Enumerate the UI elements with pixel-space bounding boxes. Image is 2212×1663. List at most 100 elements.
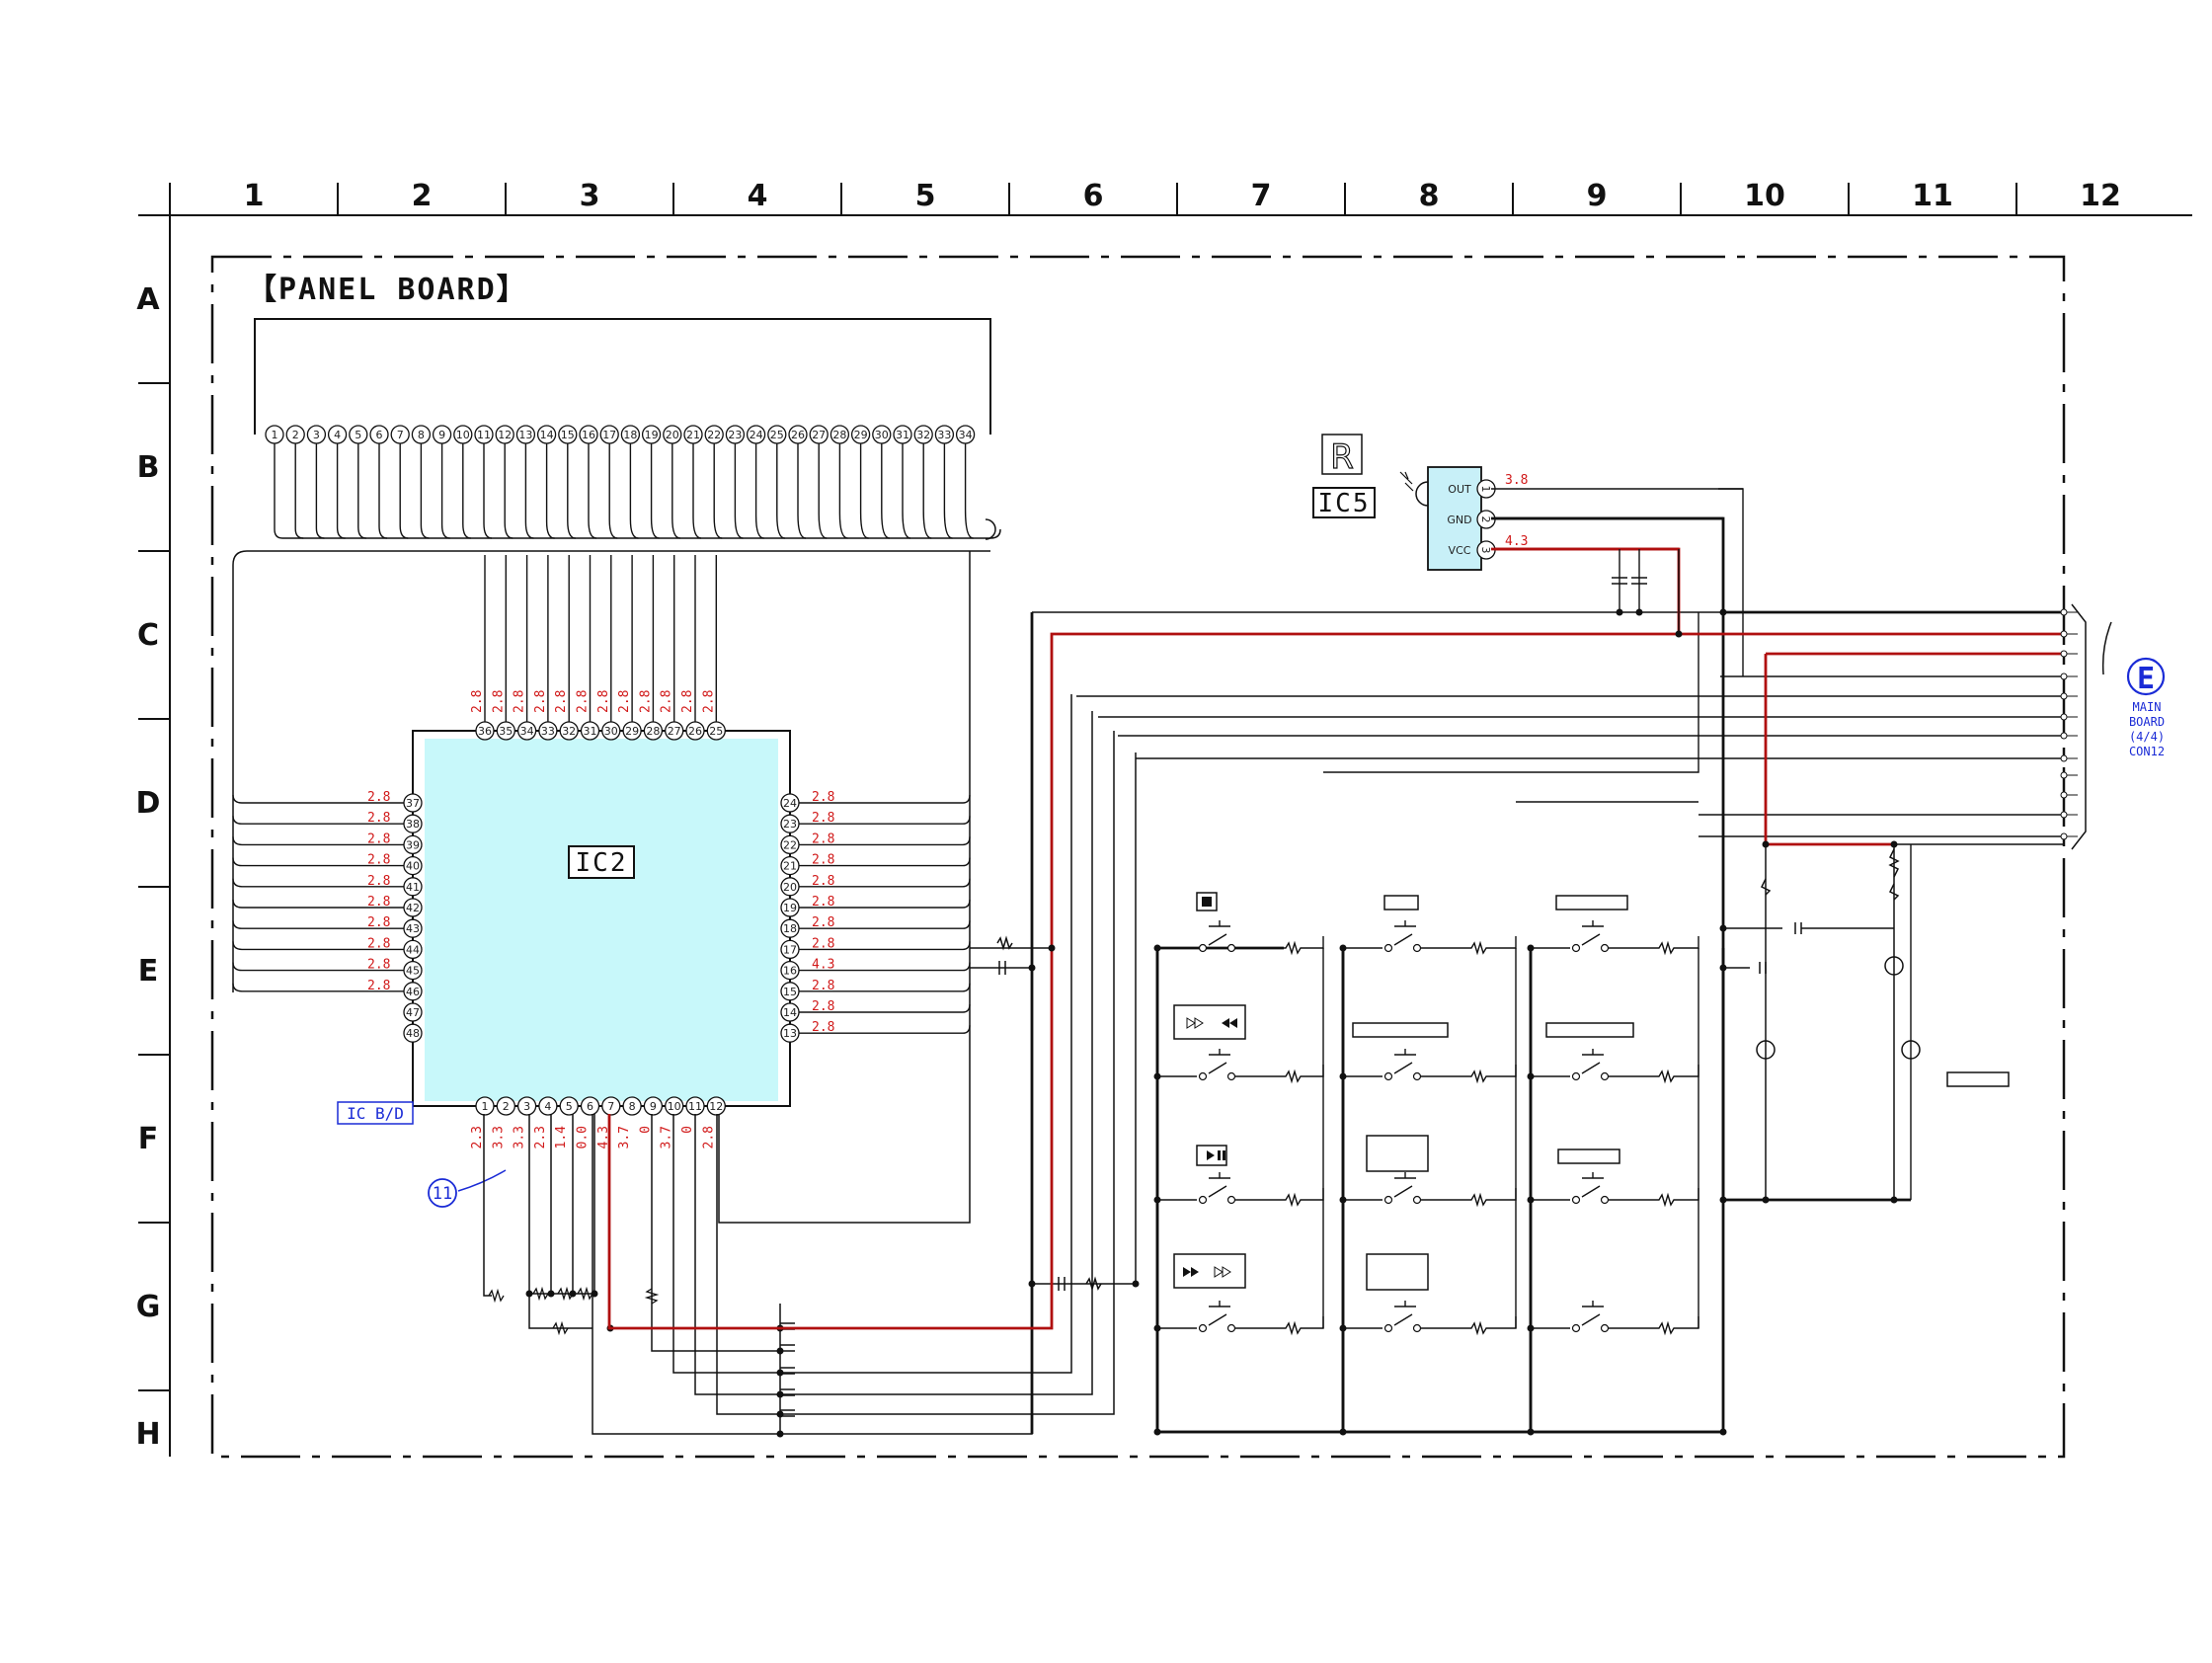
connector-pin-number: 18 xyxy=(623,429,637,441)
switch-actuator xyxy=(1394,1049,1416,1056)
ref-marker-label: 11 xyxy=(433,1184,452,1204)
ic2-voltage: 3.7 xyxy=(617,1126,632,1148)
row-label: C xyxy=(137,618,159,653)
switch-contact xyxy=(1198,1071,1208,1081)
matrix-junction xyxy=(1153,1072,1161,1080)
matrix-junction xyxy=(1339,1428,1347,1436)
ic2-pin xyxy=(559,1096,579,1116)
column-label: 5 xyxy=(915,179,936,213)
ic2-left-wire xyxy=(232,836,404,846)
ic2-right-wire xyxy=(799,941,971,951)
ic2-pin-number: 16 xyxy=(783,965,797,978)
connector-wire xyxy=(776,443,785,539)
bus-pin xyxy=(2060,630,2068,638)
connector-wire xyxy=(818,443,828,539)
connector-wire xyxy=(754,443,764,539)
ic2-right-wire xyxy=(799,962,971,972)
switch-contact xyxy=(1198,943,1208,953)
ic2-voltage: 2.8 xyxy=(367,853,390,868)
connector-pin-number: 9 xyxy=(438,429,445,441)
ic5-caps xyxy=(1612,577,1647,585)
ic-bd-box xyxy=(337,1101,414,1125)
connector-wire xyxy=(902,443,911,539)
ic2-left-wire xyxy=(232,962,404,972)
key-switch xyxy=(1157,1062,1324,1084)
ic2-voltage: 2.8 xyxy=(367,874,390,889)
switch-contact xyxy=(1226,1071,1236,1081)
connector-wire xyxy=(943,443,953,539)
ic2-pin-number: 24 xyxy=(783,797,797,810)
column-label: 12 xyxy=(2080,179,2121,213)
connector-pin-number: 3 xyxy=(313,429,320,441)
connector-pin-number: 19 xyxy=(645,429,659,441)
key-switch xyxy=(1343,933,1517,956)
connector-pin-number: 31 xyxy=(896,429,909,441)
connector-pin-number: 26 xyxy=(791,429,805,441)
row-label: G xyxy=(136,1290,161,1324)
bus-pin xyxy=(2060,771,2068,779)
matrix-junction xyxy=(1339,1196,1347,1204)
ic2-pin-number: 23 xyxy=(783,818,797,831)
ic2-pin-number: 13 xyxy=(783,1027,797,1040)
connector-wire xyxy=(357,443,366,539)
ic2-pin-number: 37 xyxy=(406,797,420,810)
key-symbols xyxy=(1173,892,2010,1291)
ic2-pin xyxy=(622,1096,642,1116)
bus-pin xyxy=(2060,832,2068,840)
ic2-pin-number: 29 xyxy=(625,725,639,738)
ic2-voltage: 2.8 xyxy=(576,690,591,713)
ic2-pin-number: 30 xyxy=(604,725,618,738)
key-switch xyxy=(1157,1313,1324,1336)
switch-contact xyxy=(1571,1071,1581,1081)
ic2-pin-number: 48 xyxy=(406,1027,420,1040)
ic2-voltage: 2.8 xyxy=(367,936,390,951)
flat-connector-body xyxy=(254,318,991,435)
matrix-junctions xyxy=(1028,608,1898,1288)
ic2-pin xyxy=(580,1096,600,1116)
grid-frame xyxy=(138,183,2192,1457)
switch-contact xyxy=(1383,1323,1393,1333)
key-switch xyxy=(1531,933,1699,956)
ic2-voltage: 0.0 xyxy=(576,1126,591,1148)
connector-wire xyxy=(336,443,346,539)
switch-contact xyxy=(1571,1323,1581,1333)
ic2-pin xyxy=(496,1096,515,1116)
ic2-voltage: 2.8 xyxy=(701,1126,716,1148)
connector-pin-number: 2 xyxy=(292,429,299,441)
ic2-voltage: 2.8 xyxy=(660,690,674,713)
switch-contact xyxy=(1571,1195,1581,1205)
matrix-junction xyxy=(1719,1428,1727,1436)
key-switch xyxy=(1531,1062,1699,1084)
ic2-pin-number: 8 xyxy=(629,1100,636,1113)
ic2-voltage: 3.3 xyxy=(513,1126,527,1148)
ic5-pin-name: GND xyxy=(1447,514,1471,526)
ic2-voltage: 2.8 xyxy=(513,690,527,713)
connector-pin-number: 7 xyxy=(397,429,404,441)
ic2-voltage: 0 xyxy=(680,1126,695,1134)
bottom-resistors xyxy=(488,1286,660,1336)
ic5-sensor-lens xyxy=(1415,481,1429,507)
connector-pin-number: 16 xyxy=(582,429,595,441)
connector-pin-number: 30 xyxy=(875,429,889,441)
leds xyxy=(1723,844,1921,1200)
ic2-voltage: 2.8 xyxy=(812,874,834,889)
ic2-right-wire xyxy=(799,816,971,825)
remote-symbol-box xyxy=(1321,434,1363,475)
switch-actuator xyxy=(1582,1172,1604,1179)
ic-loop-wire xyxy=(232,550,990,1224)
connector-pin-number: 28 xyxy=(832,429,846,441)
column-label: 2 xyxy=(412,179,433,213)
connector-pin-number: 34 xyxy=(959,429,973,441)
bus-pin xyxy=(2060,732,2068,740)
connector-wire xyxy=(838,443,848,539)
ic2-pin-number: 9 xyxy=(650,1100,657,1113)
switch-contact xyxy=(1412,1323,1422,1333)
connector-wire xyxy=(483,443,493,539)
connector-wire xyxy=(440,443,450,539)
ic2-voltage: 2.8 xyxy=(470,690,485,713)
main-board-arrow xyxy=(2101,621,2112,675)
ic2-pin-number: 43 xyxy=(406,922,420,935)
key-switch xyxy=(1531,1313,1699,1336)
ic2-voltage: 1.4 xyxy=(554,1126,569,1149)
